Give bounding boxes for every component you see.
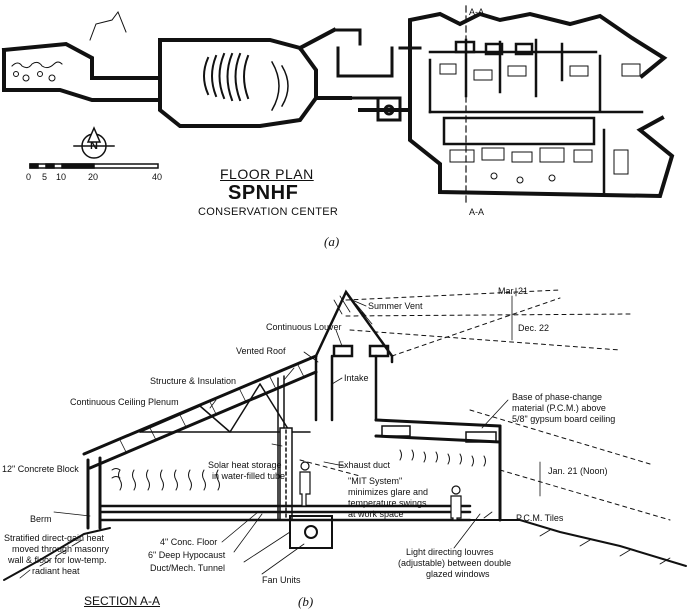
pcm-ceiling-blocks [381,425,497,443]
label-pcm-tiles: P.C.M. Tiles [516,513,564,523]
monitor-hatch [333,295,373,325]
label-louvres-2: (adjustable) between double [398,558,512,568]
sun-angle-lines [299,289,671,521]
label-concrete-block: 12" Concrete Block [2,464,79,474]
label-stratified-3: wall & floor for low-temp. [8,555,107,565]
label-louvres-1: Light directing louvres [406,547,494,557]
leader-lines [53,299,509,575]
label-conc-floor: 4" Conc. Floor [160,537,218,547]
label-exhaust-duct: Exhaust duct [338,460,391,470]
floor-plan-drawing [1,5,675,207]
section-marker-top: A-A [469,7,485,17]
label-base-pcm-3: 5/8" gypsum board ceiling [512,414,616,424]
section-title: SECTION A-A [84,594,161,608]
entry-path [11,10,127,82]
person-figure [299,461,462,521]
label-vented-roof: Vented Roof [236,346,286,356]
caption-b: (b) [298,594,314,609]
heat-arrows [111,449,486,491]
meeting-room [158,27,352,128]
scale-label-40: 40 [152,172,163,182]
north-label: N [90,140,98,152]
floor-plan-title: FLOOR PLAN [220,166,314,182]
label-stratified-1: Stratified direct-gain heat [4,533,105,543]
roof-insulation-hatch [119,364,305,453]
label-structure-insulation: Structure & Insulation [150,376,237,386]
scale-bar [29,163,159,169]
office-furniture [439,63,641,184]
label-dec22: Dec. 22 [518,323,550,333]
label-intake: Intake [344,373,369,383]
office-block [358,11,675,199]
label-ceiling-plenum: Continuous Ceiling Plenum [70,397,179,407]
concrete-block-wall [86,456,102,530]
label-solar-storage-1: Solar heat storage [208,460,282,470]
label-mit-2: minimizes glare and [348,487,429,497]
scale-label-20: 20 [88,172,99,182]
auditorium-seating [203,52,250,102]
label-fan-units: Fan Units [262,575,301,585]
label-louvres-3: glazed windows [426,569,490,579]
label-mit-1: "MIT System" [348,476,403,486]
label-mit-3: temperature swings [348,498,427,508]
label-tunnel: Duct/Mech. Tunnel [150,563,226,573]
flat-roof [374,418,502,522]
label-summer-vent: Summer Vent [368,301,423,311]
label-stratified-2: moved through masonry [12,544,110,554]
label-mar21: Mar. 21 [498,286,529,296]
scale-label-5: 5 [42,172,48,182]
scale-label-0: 0 [26,172,32,182]
label-base-pcm-2: material (P.C.M.) above [512,403,606,413]
label-solar-storage-2: in water-filled tube [212,471,286,481]
label-base-pcm-1: Base of phase-change [512,392,603,402]
label-berm: Berm [30,514,52,524]
office-partitions [428,38,644,194]
label-continuous-louver: Continuous Louver [266,322,342,332]
stage [270,60,289,112]
berm-hatch [19,529,671,579]
floor-slab [98,504,472,522]
building-name: SPNHF [228,182,299,204]
section-marker-bottom: A-A [469,207,485,217]
scale-label-10: 10 [56,172,67,182]
caption-a: (a) [324,234,340,249]
label-hypocaust: 6" Deep Hypocaust [148,550,226,560]
label-mit-4: at work space [348,509,404,519]
angle-arcs [511,287,541,497]
entry-wing [1,41,162,102]
label-jan21: Jan. 21 (Noon) [548,466,608,476]
label-stratified-4: radiant heat [32,566,80,576]
clerestory-monitor [314,289,394,422]
north-arrow-icon [73,126,115,159]
building-subtitle: CONSERVATION CENTER [198,206,339,218]
